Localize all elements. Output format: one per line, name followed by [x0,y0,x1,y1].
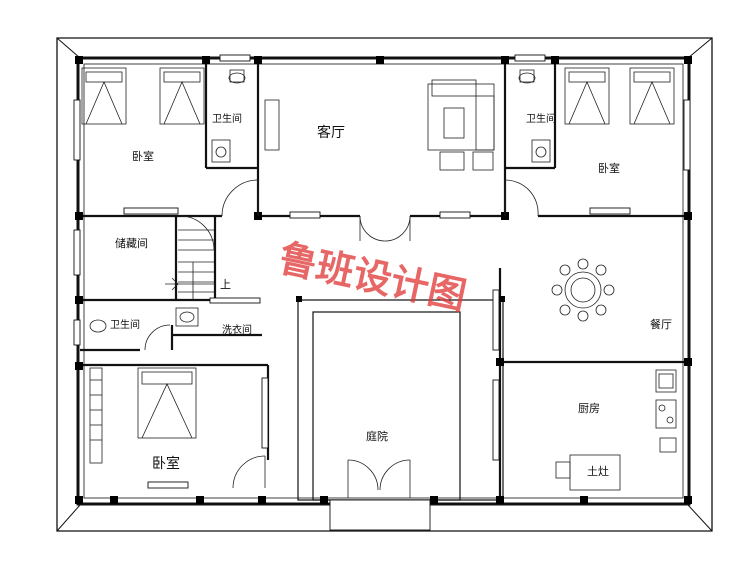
label-bath-top-left: 卫生间 [212,112,242,125]
sofa-set [264,79,495,171]
windows [73,54,691,531]
label-dining: 餐厅 [650,317,672,331]
label-bedroom-top-right: 卧室 [598,161,620,175]
label-stove: 土灶 [587,465,609,478]
interior-walls [80,62,687,501]
doors [144,179,539,498]
label-bath-mid-left: 卫生间 [110,318,140,331]
staircase [165,229,215,300]
label-laundry: 洗衣间 [222,323,252,336]
label-stair-up: 上 [220,278,231,291]
bed-furniture [81,67,675,464]
kitchen-fixtures [555,369,677,491]
label-kitchen: 厨房 [578,402,600,415]
label-storage: 储藏间 [115,236,148,250]
label-bath-top-right: 卫生间 [526,112,556,125]
dining-table [551,258,615,322]
label-bedroom-bottom-left: 卧室 [152,455,180,472]
watermark-text: 鲁班设计图 [275,236,470,319]
room-labels: 卧室 卫生间 客厅 卫生间 卧室 储藏间 上 卫生间 洗衣间 餐厅 卧室 庭院 … [110,112,672,478]
roof-outline [56,37,713,532]
label-living-room: 客厅 [317,124,345,141]
label-bedroom-top-left: 卧室 [132,149,154,163]
bathroom-fixtures [89,69,551,333]
label-courtyard: 庭院 [366,429,388,443]
